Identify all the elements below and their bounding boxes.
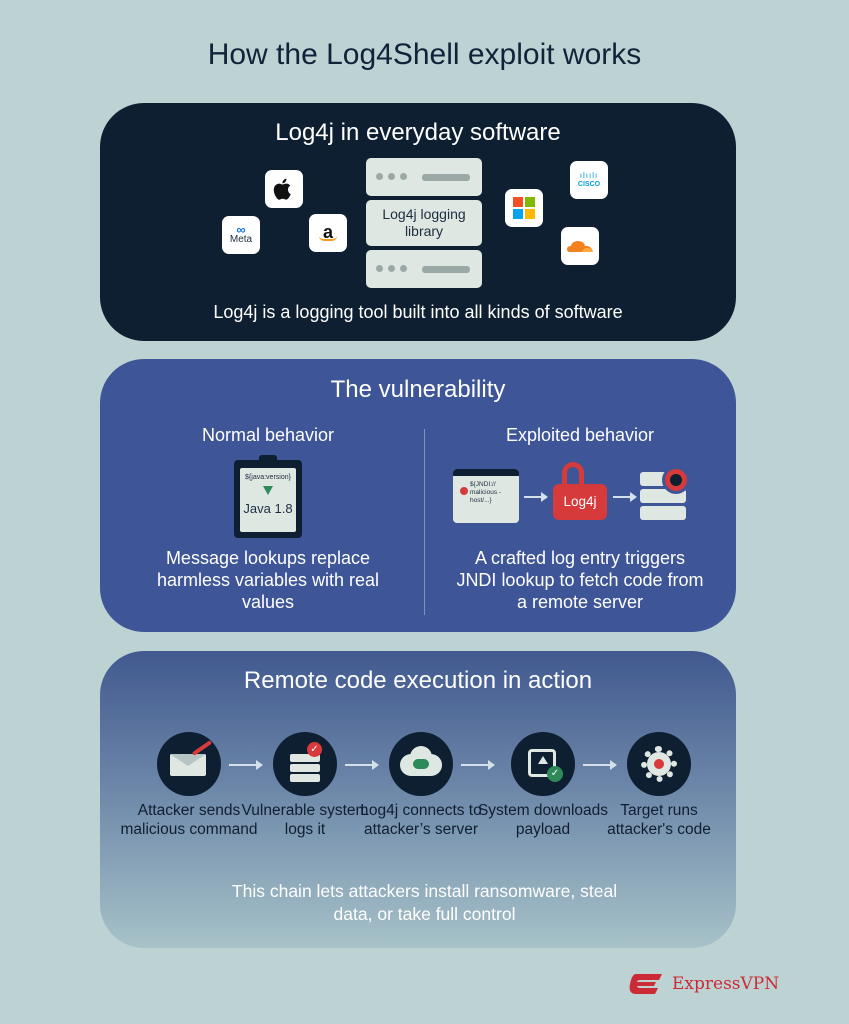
step-2-label: Vulnerable system logs it <box>241 802 369 838</box>
arrow-icon <box>583 760 617 770</box>
cloudflare-logo <box>561 227 599 265</box>
arrow-icon <box>461 760 495 770</box>
server-check-icon: ✓ <box>273 732 337 796</box>
step-3-label: Log4j connects to attacker’s server <box>360 802 482 838</box>
server-top <box>366 158 482 196</box>
brand-logo: ExpressVPN <box>628 972 779 996</box>
payload-window: ${JNDI:// malicious -host/...} <box>453 469 519 523</box>
normal-caption: Message lookups replace harmless variabl… <box>156 548 380 612</box>
microsoft-logo <box>505 189 543 227</box>
download-icon: ✓ <box>511 732 575 796</box>
hacker-server-icon <box>640 466 690 520</box>
arrow-down-icon <box>263 486 273 495</box>
apple-logo <box>265 170 303 208</box>
vulnerability-panel: The vulnerability Normal behavior ${java… <box>100 359 736 632</box>
step-5-label: Target runs attacker's code <box>607 802 711 838</box>
exploited-heading: Exploited behavior <box>505 425 655 445</box>
divider <box>424 429 425 615</box>
software-caption: Log4j is a logging tool built into all k… <box>213 302 623 322</box>
server-bottom <box>366 250 482 288</box>
clipboard-icon: ${java:version} Java 1.8 <box>234 455 302 538</box>
rce-title: Remote code execution in action <box>243 667 593 694</box>
rce-panel: Remote code execution in action Attacker… <box>100 651 736 948</box>
software-panel: Log4j in everyday software ∞ Meta a Log4… <box>100 103 736 341</box>
log4j-library: Log4j logging library <box>366 200 482 246</box>
bug-icon <box>460 487 468 495</box>
vulnerability-title: The vulnerability <box>330 376 506 403</box>
software-panel-title: Log4j in everyday software <box>275 119 561 146</box>
brand-name: ExpressVPN <box>672 974 780 994</box>
step-4-label: System downloads payload <box>477 802 609 838</box>
cloud-link-icon <box>389 732 453 796</box>
meta-logo: ∞ Meta <box>222 216 260 254</box>
clipboard-value: Java 1.8 <box>243 501 293 516</box>
normal-heading: Normal behavior <box>201 425 335 445</box>
gear-bug-icon <box>627 732 691 796</box>
unlocked-lock-icon: Log4j <box>553 462 607 520</box>
arrow-icon <box>229 760 263 770</box>
clipboard-variable: ${java:version} <box>245 474 291 481</box>
rce-footer: This chain lets attackers install ransom… <box>231 881 618 924</box>
arrow-icon <box>524 492 548 502</box>
arrow-icon <box>345 760 379 770</box>
expressvpn-icon <box>629 974 662 994</box>
page-title: How the Log4Shell exploit works <box>207 38 642 71</box>
arrow-icon <box>613 492 637 502</box>
amazon-logo: a <box>309 214 347 252</box>
envelope-icon <box>157 732 221 796</box>
cisco-logo: ılıılı CISCO <box>570 161 608 199</box>
step-1-label: Attacker sends malicious command <box>120 802 258 838</box>
exploited-caption: A crafted log entry triggers JNDI lookup… <box>456 548 704 612</box>
